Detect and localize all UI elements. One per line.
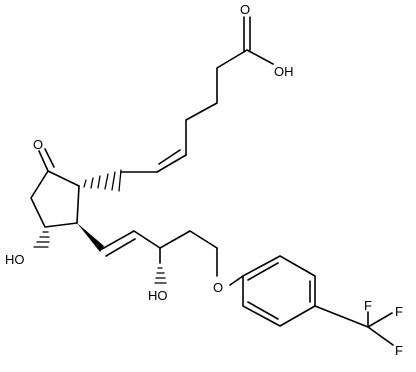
ring-ketone-double-b	[44, 148, 55, 168]
bond-ether-to-aryl	[229, 275, 244, 286]
atom-labels: O OH O HO HO O F F F	[5, 2, 403, 358]
benzene-inner-3	[247, 301, 279, 320]
benzene-outer	[242, 255, 316, 327]
ring-bonds	[30, 170, 80, 228]
bond-c1-oh	[246, 49, 274, 65]
ring-bond-c8-c12	[76, 185, 80, 224]
hashed-bond-chain-hydroxyl	[154, 267, 167, 284]
label-carboxyl-hydroxyl: OH	[274, 64, 294, 79]
benzene-inner-1	[247, 262, 279, 281]
label-fluorine-top: F	[364, 298, 372, 313]
bond-trans-double-a	[101, 230, 135, 250]
trifluoromethyl-group	[314, 305, 394, 346]
bond-c-f-bottom	[367, 326, 394, 346]
bond-aryl-to-cf3	[314, 305, 369, 328]
omega-chain-bonds	[133, 230, 161, 264]
label-ring-hydroxyl: HO	[5, 252, 25, 267]
bond-trans-double-b	[105, 238, 136, 257]
label-carboxyl-oxygen: O	[240, 2, 250, 17]
bond-c-f-right	[367, 312, 393, 328]
benzene-ring	[242, 255, 316, 327]
label-fluorine-right: F	[395, 304, 403, 319]
alpha-chain-bonds	[185, 49, 248, 156]
carboxylic-acid-group	[243, 16, 274, 65]
bond-cis-double-b	[158, 149, 181, 165]
omega-chain	[101, 230, 244, 286]
bond-chain-to-ch2	[159, 230, 191, 249]
stereo-bonds	[33, 169, 167, 284]
wedge-bond-omega-chain	[77, 223, 104, 252]
label-ring-ketone-oxygen: O	[33, 137, 43, 152]
bond-ch2-to-ch2o	[189, 230, 218, 249]
label-fluorine-bottom: F	[395, 343, 403, 358]
label-chain-hydroxyl: HO	[148, 288, 168, 303]
label-ether-oxygen: O	[213, 280, 223, 295]
alpha-chain	[120, 49, 248, 173]
cyclopentane-ring	[30, 148, 80, 228]
bond-cis-double-a	[156, 154, 187, 173]
hashed-bond-alpha-chain	[83, 169, 122, 192]
hashed-bond-ring-hydroxyl	[33, 231, 50, 248]
ring-ketone-double-a	[38, 150, 49, 172]
